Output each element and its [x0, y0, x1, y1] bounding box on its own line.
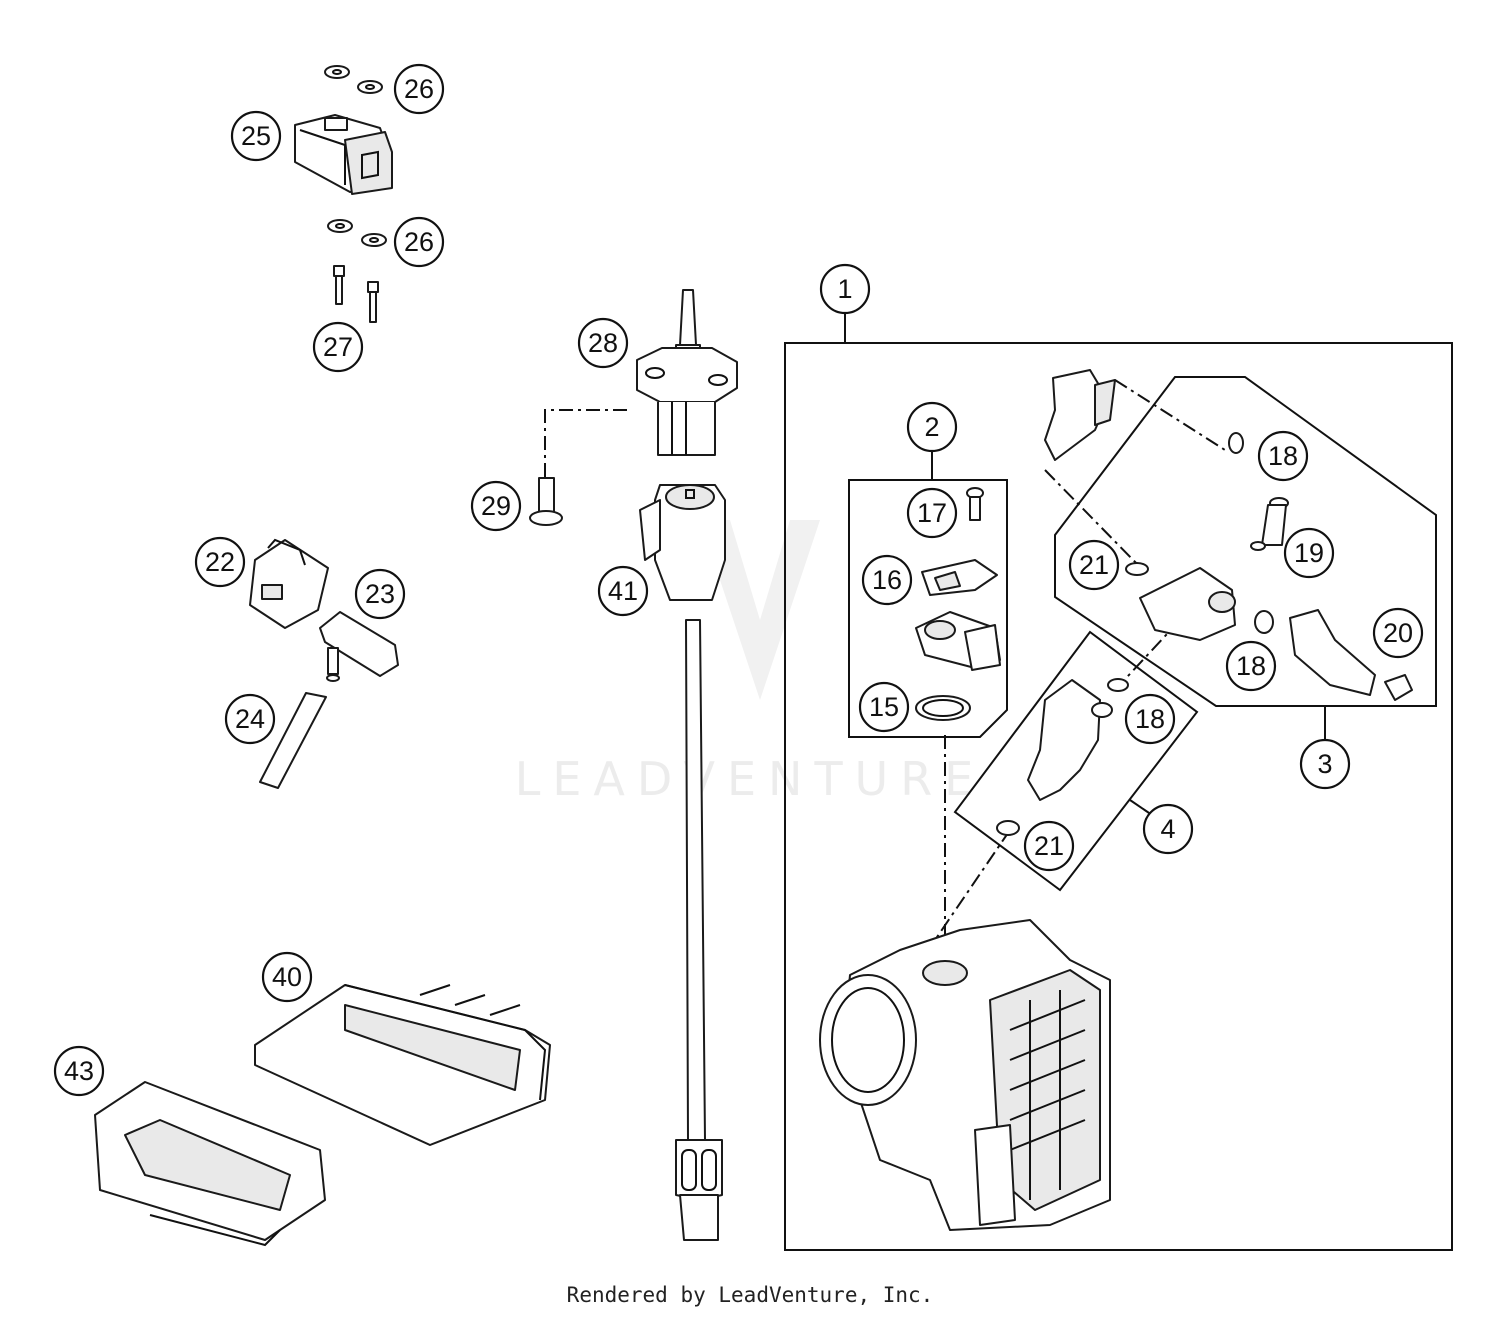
- assembly-1-frame: [784, 312, 1453, 1251]
- svg-text:18: 18: [1268, 441, 1298, 471]
- svg-text:19: 19: [1294, 538, 1324, 568]
- callout-2: 2: [906, 401, 958, 453]
- washer-part-26-bottom: [327, 219, 387, 247]
- svg-text:18: 18: [1236, 651, 1266, 681]
- svg-text:27: 27: [323, 332, 353, 362]
- injector-group-4: [996, 678, 1129, 836]
- callout-26-top: 26: [393, 63, 445, 115]
- callout-3: 3: [1299, 738, 1351, 790]
- injector-group-4-frame: [953, 630, 1199, 892]
- svg-text:4: 4: [1160, 814, 1175, 844]
- bracket-part-16: [921, 559, 998, 596]
- hose-part-24: [259, 692, 327, 789]
- fuel-rail-fitting: [1139, 567, 1413, 701]
- harness-part-41: [639, 484, 726, 1241]
- callout-1: 1: [819, 263, 871, 315]
- svg-text:17: 17: [917, 498, 947, 528]
- ecu-part-40: [254, 984, 551, 1146]
- svg-text:23: 23: [365, 579, 395, 609]
- callout-43: 43: [53, 1045, 105, 1097]
- svg-text:28: 28: [588, 328, 618, 358]
- connector-part-25: [294, 114, 393, 195]
- svg-text:20: 20: [1383, 618, 1413, 648]
- callout-28: 28: [577, 317, 629, 369]
- ecu-cover-part-43: [94, 1081, 326, 1247]
- svg-text:18: 18: [1135, 704, 1165, 734]
- callout-17: 17: [906, 487, 958, 539]
- callout-29: 29: [470, 480, 522, 532]
- callout-15: 15: [858, 681, 910, 733]
- svg-text:24: 24: [235, 704, 265, 734]
- svg-text:26: 26: [404, 74, 434, 104]
- sensor-group-2-frame: [848, 450, 1008, 738]
- svg-text:15: 15: [869, 692, 899, 722]
- callout-41: 41: [597, 565, 649, 617]
- callout-21-bottom: 21: [1023, 820, 1075, 872]
- svg-text:43: 43: [64, 1056, 94, 1086]
- svg-text:16: 16: [872, 565, 902, 595]
- washer-part-26-top: [324, 65, 383, 94]
- callout-18-middle: 18: [1225, 640, 1277, 692]
- assembly-lines: [544, 379, 1226, 968]
- callout-16: 16: [861, 554, 913, 606]
- callout-19: 19: [1283, 527, 1335, 579]
- svg-text:41: 41: [608, 576, 638, 606]
- oring-part-21-top: [1125, 562, 1149, 576]
- screw-part-17: [966, 487, 984, 521]
- sensor-part-28: [636, 289, 738, 456]
- svg-text:40: 40: [272, 962, 302, 992]
- callout-4: 4: [1142, 803, 1194, 855]
- oring-part-18-top: [1228, 432, 1244, 454]
- injector-group-3-top: [1044, 369, 1116, 461]
- footer-credit: Rendered by LeadVenture, Inc.: [566, 1283, 934, 1307]
- throttle-body: [819, 919, 1111, 1231]
- sensor-part-15: [915, 611, 1001, 721]
- callout-18-bottom: 18: [1124, 693, 1176, 745]
- svg-text:LEADVENTURE: LEADVENTURE: [515, 752, 986, 806]
- callout-23: 23: [354, 568, 406, 620]
- bolt-part-29: [529, 477, 563, 526]
- svg-text:1: 1: [837, 274, 852, 304]
- svg-text:2: 2: [924, 412, 939, 442]
- callout-18-top: 18: [1257, 430, 1309, 482]
- svg-text:21: 21: [1079, 550, 1109, 580]
- callout-20: 20: [1372, 607, 1424, 659]
- callout-40: 40: [261, 951, 313, 1003]
- screw-part-27: [333, 265, 379, 323]
- callout-26-bottom: 26: [393, 216, 445, 268]
- injector-group-3-frame: [1054, 376, 1437, 740]
- callout-25: 25: [230, 110, 282, 162]
- callout-24: 24: [224, 693, 276, 745]
- svg-text:21: 21: [1034, 831, 1064, 861]
- leadventure-watermark: LEADVENTURE: [515, 520, 986, 806]
- callout-22: 22: [194, 536, 246, 588]
- svg-text:26: 26: [404, 227, 434, 257]
- callout-27: 27: [312, 321, 364, 373]
- svg-text:25: 25: [241, 121, 271, 151]
- svg-text:3: 3: [1317, 749, 1332, 779]
- pin-part-19: [1250, 497, 1289, 551]
- svg-text:22: 22: [205, 547, 235, 577]
- svg-text:29: 29: [481, 491, 511, 521]
- connector-part-22: [249, 538, 329, 629]
- sensor-part-23: [319, 611, 399, 682]
- callout-21-top: 21: [1068, 539, 1120, 591]
